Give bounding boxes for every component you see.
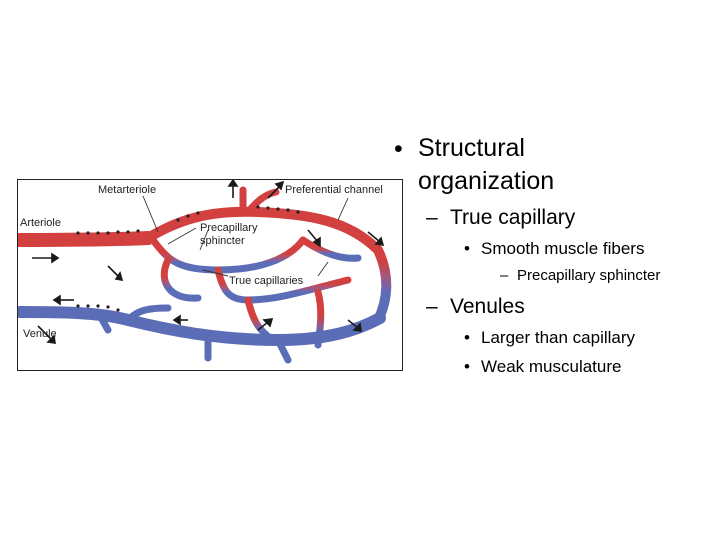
label-true-capillaries: True capillaries [229, 275, 304, 287]
dash-venules: – [426, 295, 438, 318]
label-metarteriole: Metarteriole [98, 184, 156, 196]
bullet-structural: • [394, 135, 403, 163]
label-arteriole: Arteriole [20, 217, 61, 229]
label-precapillary-1: Precapillary [200, 222, 258, 234]
dash-precapillary: – [500, 267, 509, 284]
capillary-bed-svg: Metarteriole Preferential channel Arteri… [18, 180, 392, 364]
item-venules: Venules [450, 295, 525, 318]
item-true-capillary: True capillary [450, 206, 576, 229]
sphincter-beads [76, 205, 300, 312]
capillary-bed-diagram: Metarteriole Preferential channel Arteri… [17, 179, 403, 371]
bullet-larger: • [464, 328, 470, 347]
dash-true-capillary: – [426, 206, 438, 229]
item-weak-musculature: Weak musculature [481, 357, 622, 376]
metarteriole-vessel [143, 206, 392, 325]
label-preferential-channel: Preferential channel [285, 184, 383, 196]
heading-line-1: Structural [418, 134, 525, 162]
venule-vessel [18, 306, 386, 347]
item-precapillary-sphincter: Precapillary sphincter [517, 267, 661, 284]
heading-line-2: organization [418, 167, 555, 195]
venule-branches [94, 304, 292, 364]
bullet-weak: • [464, 357, 470, 376]
flow-arrows [32, 180, 385, 344]
bullet-smooth-muscle: • [464, 239, 470, 258]
arteriole-vessel [18, 231, 155, 247]
item-larger-than-capillary: Larger than capillary [481, 328, 636, 347]
label-precapillary-2: sphincter [200, 235, 245, 247]
label-venule: Venule [23, 328, 57, 340]
item-smooth-muscle: Smooth muscle fibers [481, 239, 645, 258]
leader-lines [142, 195, 349, 277]
true-capillaries-network [149, 236, 362, 349]
